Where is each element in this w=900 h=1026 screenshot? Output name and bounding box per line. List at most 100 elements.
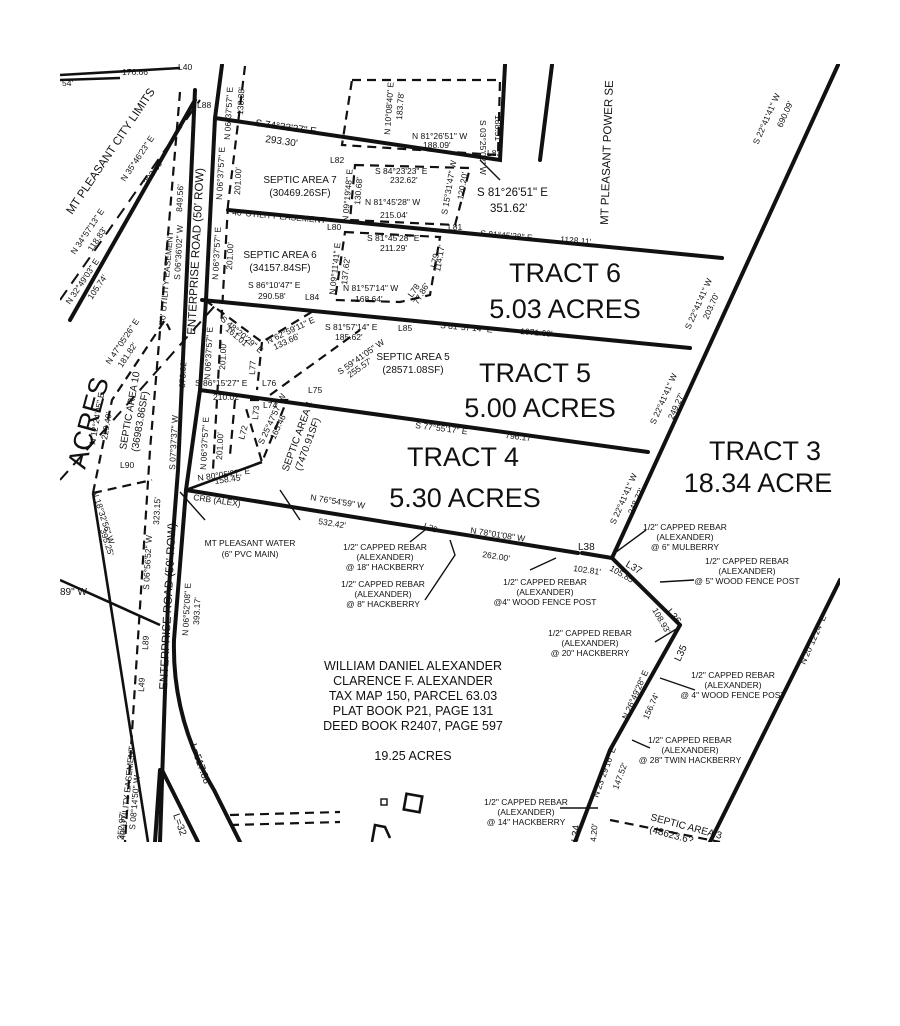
tract-4-area: 5.30 ACRES: [389, 483, 541, 513]
svg-text:S 81°45'28" E: S 81°45'28" E: [367, 233, 420, 243]
svg-text:L89: L89: [140, 635, 151, 650]
svg-text:(ALEXANDER): (ALEXANDER): [718, 566, 775, 576]
svg-text:S 03°25'02" W: S 03°25'02" W: [478, 120, 488, 175]
svg-text:N 81°26'51" W: N 81°26'51" W: [412, 131, 467, 141]
svg-text:215.04': 215.04': [380, 210, 408, 220]
septic-4-label: SEPTIC AREA 4 (7470.91SF): [280, 400, 322, 473]
svg-text:323.15': 323.15': [151, 497, 162, 525]
svg-text:(6" PVC MAIN): (6" PVC MAIN): [222, 549, 279, 559]
svg-text:(30469.26SF): (30469.26SF): [269, 188, 330, 199]
svg-text:L35: L35: [673, 643, 690, 663]
svg-text:1/2" CAPPED REBAR: 1/2" CAPPED REBAR: [643, 522, 727, 532]
svg-text:1/2" CAPPED REBAR: 1/2" CAPPED REBAR: [484, 797, 568, 807]
svg-text:S 81°57'14" E: S 81°57'14" E: [440, 320, 493, 335]
svg-text:102.81': 102.81': [573, 563, 602, 577]
s77-line: [198, 388, 650, 454]
svg-text:1071.63': 1071.63': [520, 326, 553, 339]
svg-text:120.20': 120.20': [455, 171, 470, 200]
septic-3-line: [609, 818, 721, 842]
svg-text:WILLIAM DANIEL ALEXANDER: WILLIAM DANIEL ALEXANDER: [324, 659, 502, 673]
svg-text:N 76°54'59" W: N 76°54'59" W: [310, 492, 366, 511]
svg-text:229.40': 229.40': [99, 411, 114, 440]
septic-6-box: [333, 230, 442, 304]
north-boundary-line: [68, 98, 197, 322]
svg-text:1/2" CAPPED REBAR: 1/2" CAPPED REBAR: [705, 556, 789, 566]
svg-text:S 08°14'50" W: S 08°14'50" W: [127, 775, 142, 830]
svg-text:@ 18" HACKBERRY: @ 18" HACKBERRY: [346, 562, 425, 572]
tract-3-area: 18.34 ACRE: [684, 468, 833, 498]
svg-text:N 10°08'40" E: N 10°08'40" E: [382, 81, 396, 135]
svg-text:201.00': 201.00': [214, 432, 225, 460]
svg-text:19.25 ACRES: 19.25 ACRES: [374, 749, 451, 763]
svg-text:N 06°52'08" E: N 06°52'08" E: [180, 582, 193, 636]
svg-text:796.17': 796.17': [505, 430, 534, 443]
svg-text:@4" WOOD FENCE POST: @4" WOOD FENCE POST: [494, 597, 597, 607]
monument-note: 1/2" CAPPED REBAR (ALEXANDER) @4" WOOD F…: [494, 577, 597, 607]
svg-text:N 06°37'57" E: N 06°37'57" E: [222, 86, 235, 140]
svg-text:1/2" CAPPED REBAR: 1/2" CAPPED REBAR: [503, 577, 587, 587]
svg-text:L77: L77: [247, 360, 258, 375]
monument-note: 1/2" CAPPED REBAR (ALEXANDER) @ 4" WOOD …: [680, 670, 785, 700]
septic-6-label: SEPTIC AREA 6: [243, 250, 317, 261]
svg-text:@ 5" WOOD FENCE POST: @ 5" WOOD FENCE POST: [694, 576, 799, 586]
septic-3-label: SEPTIC AREA 3 (48623.6?: [648, 812, 723, 842]
utility-easement-east-upper: [226, 65, 247, 206]
septic-10-label: SEPTIC AREA 10 (36983.86SF): [118, 370, 151, 452]
svg-text:(ALEXANDER): (ALEXANDER): [354, 589, 411, 599]
svg-text:1128.11': 1128.11': [560, 234, 592, 247]
svg-text:185.62': 185.62': [335, 332, 363, 342]
svg-text:L90: L90: [120, 460, 134, 470]
svg-text:S 84°23'23" E: S 84°23'23" E: [375, 166, 428, 176]
septic-upper-box: [340, 78, 502, 157]
svg-text:(ALEXANDER): (ALEXANDER): [704, 680, 761, 690]
svg-text:S 07°37'37" W: S 07°37'37" W: [167, 415, 180, 470]
svg-text:290.58': 290.58': [258, 291, 286, 301]
svg-text:S 06°56'52" W: S 06°56'52" W: [141, 535, 154, 590]
road-east-line: [171, 64, 242, 842]
crb-label: CRB (ALEX): [193, 492, 242, 509]
svg-text:L38: L38: [578, 542, 595, 553]
svg-text:201.00': 201.00': [224, 242, 235, 270]
septic-5-label: SEPTIC AREA 5: [376, 352, 450, 363]
svg-text:CLARENCE F. ALEXANDER: CLARENCE F. ALEXANDER: [333, 674, 493, 688]
svg-text:L75: L75: [308, 385, 322, 395]
tract4-south-line: [184, 488, 580, 555]
septic-7-label: SEPTIC AREA 7: [263, 175, 337, 186]
l35-l34: [573, 623, 682, 842]
n18-line: [91, 492, 150, 842]
svg-text:183.78': 183.78': [394, 92, 406, 121]
svg-text:373.02': 373.02': [177, 360, 188, 388]
svg-text:(ALEXANDER): (ALEXANDER): [516, 587, 573, 597]
svg-text:L76: L76: [262, 378, 276, 388]
svg-text:210.02': 210.02': [213, 392, 241, 402]
svg-text:S 86°15'27" E: S 86°15'27" E: [195, 378, 248, 388]
power-line-label: MT PLEASANT POWER SE: [599, 80, 616, 225]
svg-text:N 81°45'28" W: N 81°45'28" W: [365, 197, 420, 207]
svg-text:L79: L79: [428, 252, 441, 268]
svg-text:L80: L80: [327, 222, 341, 232]
svg-text:L34: L34: [570, 824, 582, 842]
svg-text:L39: L39: [422, 520, 439, 534]
svg-text:(ALEXANDER): (ALEXANDER): [356, 552, 413, 562]
tract-5-area: 5.00 ACRES: [464, 393, 616, 423]
east-boundary: [610, 64, 840, 560]
septic-4-box: [243, 398, 289, 466]
svg-text:@ 20" HACKBERRY: @ 20" HACKBERRY: [551, 648, 630, 658]
septic-7-box: [348, 163, 472, 227]
svg-text:211.29': 211.29': [380, 243, 407, 253]
septic-10-box: [91, 317, 171, 494]
plat-frame: TRACT 6 5.03 ACRES TRACT 5 5.00 ACRES TR…: [60, 64, 840, 842]
svg-text:L84: L84: [305, 292, 319, 302]
svg-text:293.30': 293.30': [265, 134, 299, 149]
svg-text:262.00': 262.00': [482, 549, 511, 563]
svg-text:N 06°37'57" E: N 06°37'57" E: [214, 146, 227, 200]
svg-text:393.17': 393.17': [191, 597, 202, 625]
svg-text:TAX MAP 150, PARCEL 63.03: TAX MAP 150, PARCEL 63.03: [329, 689, 497, 703]
tract-5-name: TRACT 5: [479, 358, 591, 388]
svg-text:N 20°12'24" E: N 20°12'24" E: [798, 613, 829, 666]
svg-text:168.64': 168.64': [355, 294, 383, 304]
svg-text:4.20': 4.20': [588, 823, 600, 842]
svg-text:(ALEXANDER): (ALEXANDER): [656, 532, 713, 542]
svg-text:352.97': 352.97': [115, 811, 127, 840]
s74-line: [213, 64, 507, 163]
